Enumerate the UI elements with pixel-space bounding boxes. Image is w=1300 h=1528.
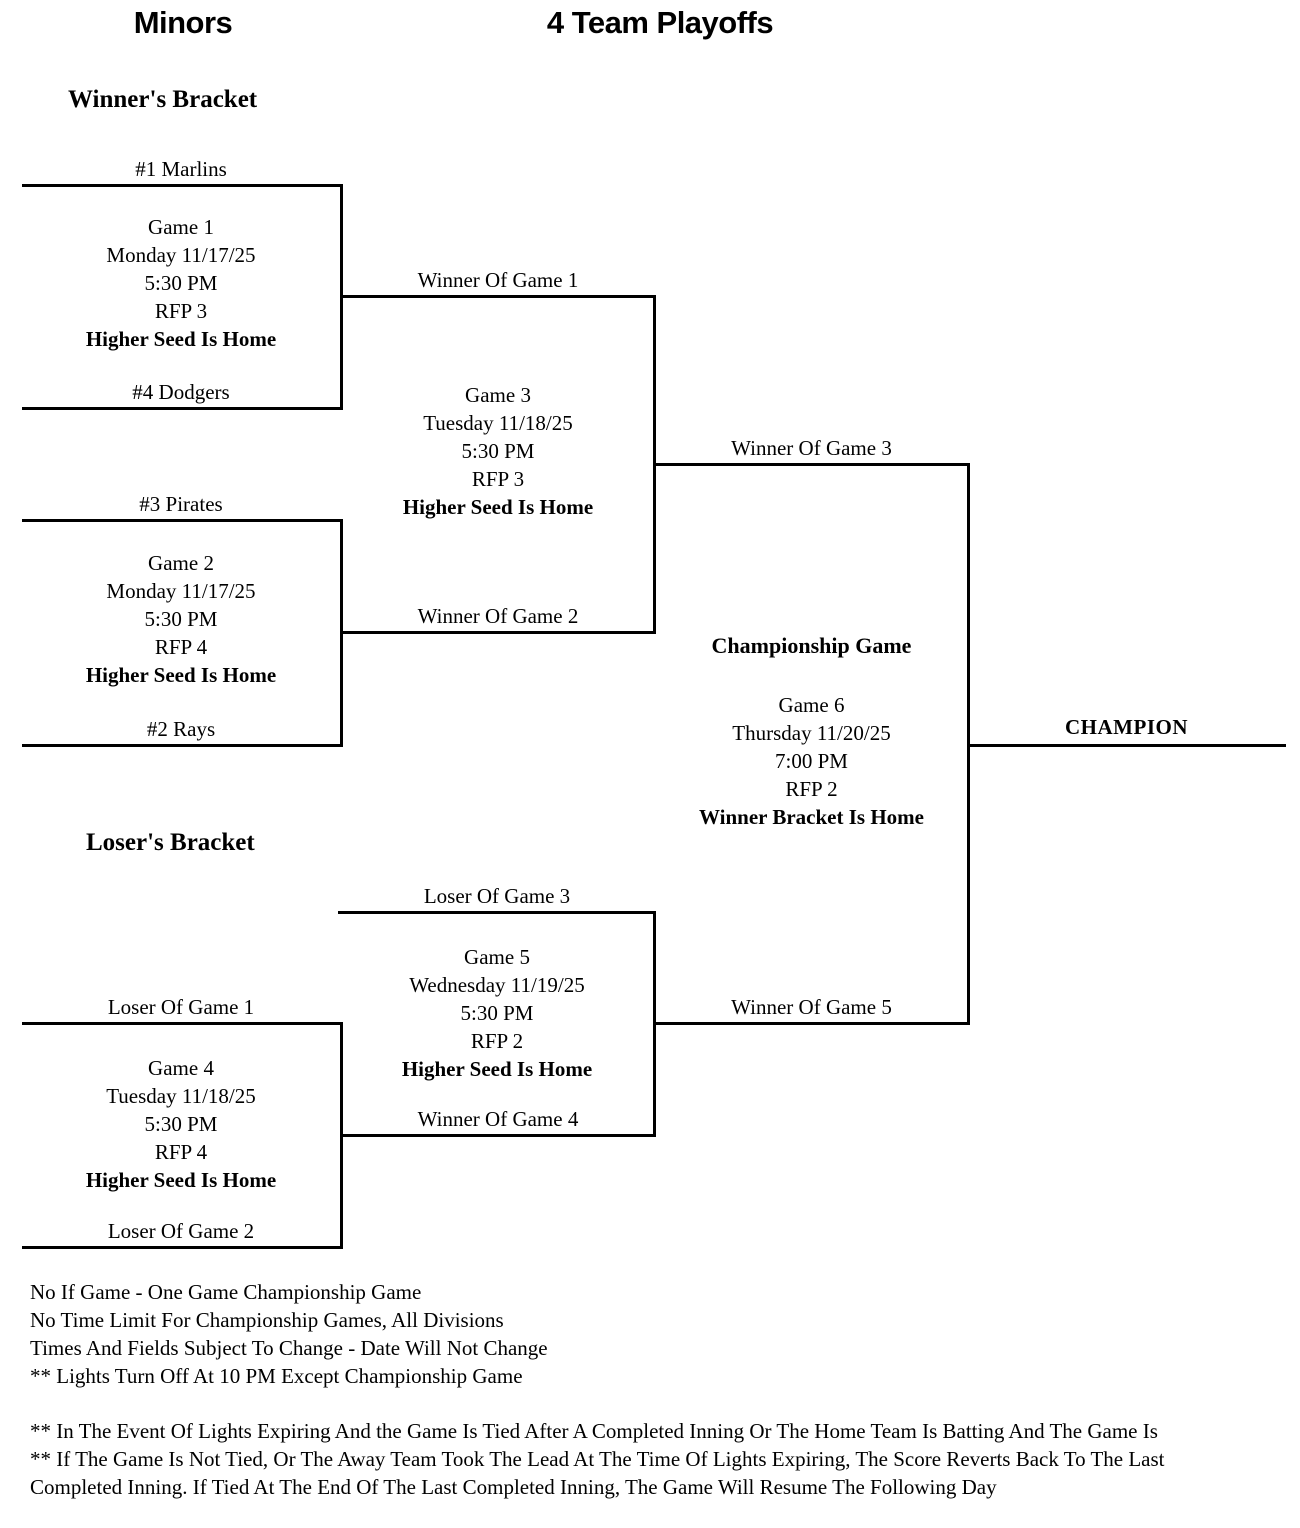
game5-date: Wednesday 11/19/25	[409, 973, 585, 997]
footnote-line: Completed Inning. If Tied At The End Of …	[30, 1475, 997, 1499]
game2-number: Game 2	[148, 551, 214, 575]
game4-home-rule: Higher Seed Is Home	[85, 1168, 277, 1192]
game6-time: 7:00 PM	[775, 749, 848, 773]
seed-1-label: #1 Marlins	[135, 157, 227, 181]
note-line: ** Lights Turn Off At 10 PM Except Champ…	[30, 1364, 523, 1388]
loser-game2-line	[22, 1246, 340, 1249]
note-line: No Time Limit For Championship Games, Al…	[30, 1308, 504, 1332]
game1-time: 5:30 PM	[144, 271, 218, 295]
footnote-line: ** In The Event Of Lights Expiring And t…	[30, 1419, 1158, 1443]
winners-bracket-heading: Winner's Bracket	[68, 86, 258, 113]
winner-game2-line	[340, 631, 656, 634]
loser-of-game2-label: Loser Of Game 2	[107, 1219, 255, 1243]
seed-2-label: #2 Rays	[146, 717, 216, 741]
note-line: No If Game - One Game Championship Game	[30, 1280, 422, 1304]
winner-of-game4-label: Winner Of Game 4	[417, 1107, 579, 1131]
game4-info: Game 4 Tuesday 11/18/25 5:30 PM RFP 4 Hi…	[22, 1054, 340, 1194]
game4-date: Tuesday 11/18/25	[106, 1084, 256, 1108]
game3-number: Game 3	[465, 383, 531, 407]
game6-date: Thursday 11/20/25	[732, 721, 891, 745]
losers-bracket-heading: Loser's Bracket	[86, 829, 255, 856]
champion-line	[967, 744, 1286, 747]
winner-game1-line	[340, 295, 656, 298]
seed-3-label: #3 Pirates	[139, 492, 223, 516]
rules-notes: No If Game - One Game Championship Game …	[30, 1278, 548, 1390]
game2-time: 5:30 PM	[144, 607, 218, 631]
seed2-line	[22, 744, 340, 747]
winners-game3-connector	[653, 295, 656, 634]
seed1-line	[22, 184, 340, 187]
game6-home-rule: Winner Bracket Is Home	[699, 805, 924, 829]
loser-of-game1-label: Loser Of Game 1	[107, 995, 255, 1019]
championship-game-heading: Championship Game	[711, 633, 912, 658]
winner-game3-line	[653, 463, 970, 466]
game6-field: RFP 2	[785, 777, 838, 801]
losers-game5-connector	[653, 911, 656, 1137]
game5-field: RFP 2	[470, 1029, 524, 1053]
winner-game5-line	[653, 1022, 970, 1025]
footnote-line: ** If The Game Is Not Tied, Or The Away …	[30, 1447, 1165, 1471]
winner-of-game2-label: Winner Of Game 2	[417, 604, 579, 628]
game3-field: RFP 3	[471, 467, 525, 491]
game2-info: Game 2 Monday 11/17/25 5:30 PM RFP 4 Hig…	[22, 549, 340, 689]
game1-number: Game 1	[148, 215, 214, 239]
winner-of-game1-label: Winner Of Game 1	[417, 268, 579, 292]
seed-4-label: #4 Dodgers	[132, 380, 230, 404]
winner-game4-line	[340, 1134, 656, 1137]
game3-date: Tuesday 11/18/25	[423, 411, 573, 435]
game5-info: Game 5 Wednesday 11/19/25 5:30 PM RFP 2 …	[338, 943, 656, 1083]
note-line: Times And Fields Subject To Change - Dat…	[30, 1336, 548, 1360]
loser-game1-line	[22, 1022, 340, 1025]
winner-of-game5-label: Winner Of Game 5	[731, 995, 892, 1019]
seed4-line	[22, 407, 340, 410]
game2-field: RFP 4	[154, 635, 208, 659]
game5-number: Game 5	[464, 945, 530, 969]
winners-game2-connector	[340, 519, 343, 747]
championship-connector	[967, 463, 970, 1025]
game2-home-rule: Higher Seed Is Home	[85, 663, 277, 687]
game1-date: Monday 11/17/25	[106, 243, 256, 267]
winner-of-game3-label: Winner Of Game 3	[731, 436, 892, 460]
game1-info: Game 1 Monday 11/17/25 5:30 PM RFP 3 Hig…	[22, 213, 340, 353]
game2-date: Monday 11/17/25	[106, 579, 256, 603]
game1-home-rule: Higher Seed Is Home	[85, 327, 277, 351]
lights-footnotes: ** In The Event Of Lights Expiring And t…	[30, 1417, 1165, 1501]
loser-game3-line	[338, 911, 656, 914]
game3-home-rule: Higher Seed Is Home	[402, 495, 594, 519]
winners-game1-connector	[340, 184, 343, 410]
division-title: Minors	[133, 5, 233, 40]
seed3-line	[22, 519, 340, 522]
game4-time: 5:30 PM	[144, 1112, 218, 1136]
game3-info: Game 3 Tuesday 11/18/25 5:30 PM RFP 3 Hi…	[340, 381, 656, 521]
game3-time: 5:30 PM	[461, 439, 535, 463]
game5-home-rule: Higher Seed Is Home	[401, 1057, 593, 1081]
game6-info: Game 6 Thursday 11/20/25 7:00 PM RFP 2 W…	[653, 691, 970, 831]
page-title: 4 Team Playoffs	[546, 5, 774, 40]
game1-field: RFP 3	[154, 299, 208, 323]
game4-number: Game 4	[148, 1056, 214, 1080]
loser-of-game3-label: Loser Of Game 3	[423, 884, 571, 908]
game4-field: RFP 4	[154, 1140, 208, 1164]
losers-game4-connector	[340, 1022, 343, 1249]
game5-time: 5:30 PM	[460, 1001, 534, 1025]
game6-number: Game 6	[778, 693, 845, 717]
champion-label: CHAMPION	[1065, 715, 1188, 739]
